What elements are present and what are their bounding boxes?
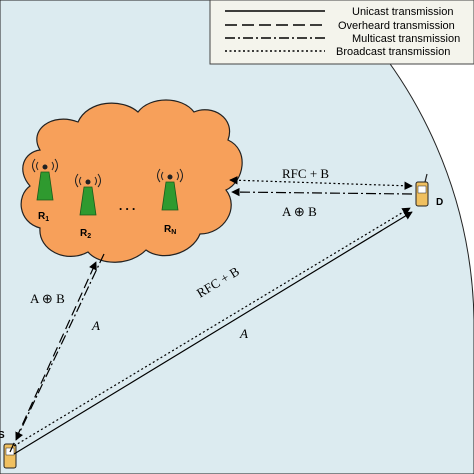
label-cloud-to-source: A ⊕ B: [30, 291, 65, 306]
relay-ellipsis: . . .: [119, 198, 135, 213]
relay-node-r1: R1: [32, 158, 58, 223]
source-label: S: [0, 430, 5, 441]
label-source-destination-lower: A: [239, 326, 248, 341]
relay-label-r1: R1: [38, 211, 49, 223]
svg-text:Overheard transmission: Overheard transmission: [338, 20, 455, 32]
source-node: S: [0, 430, 17, 469]
link-source-to-cloud-overheard: [9, 261, 97, 453]
link-cloud-to-destination: [229, 176, 413, 190]
label-source-to-cloud: A: [91, 318, 100, 333]
relay-tower-icon: [79, 186, 97, 216]
legend-item-broadcast: Broadcast transmission: [225, 46, 450, 58]
svg-text:Broadcast transmission: Broadcast transmission: [336, 46, 450, 58]
link-source-to-destination-broadcast: [13, 207, 411, 447]
relay-node-r2: R2: [75, 173, 101, 240]
relay-tower-icon: [161, 181, 179, 211]
relay-label-r2: R2: [80, 228, 91, 240]
link-source-to-destination-unicast: [13, 211, 413, 455]
relay-cloud: [20, 99, 243, 263]
svg-text:Unicast transmission: Unicast transmission: [352, 6, 453, 18]
link-destination-to-cloud: [231, 187, 413, 197]
legend-item-overheard: Overheard transmission: [225, 20, 455, 32]
destination-label: D: [436, 197, 443, 208]
antenna-icon: [157, 168, 183, 183]
label-destination-to-cloud: A ⊕ B: [282, 204, 317, 219]
svg-text:Multicast transmission: Multicast transmission: [352, 33, 460, 45]
legend-item-multicast: Multicast transmission: [225, 33, 460, 45]
relay-label-rn: RN: [164, 224, 176, 236]
phone-icon: [415, 181, 429, 207]
destination-node: D: [415, 173, 443, 208]
relay-tower-icon: [36, 171, 54, 201]
link-cloud-to-source-multicast: [15, 253, 105, 441]
relay-node-rn: RN: [157, 168, 183, 236]
label-cloud-to-destination: RFC + B: [282, 166, 329, 181]
antenna-icon: [32, 158, 58, 173]
phone-icon: [3, 443, 17, 469]
legend: Unicast transmission Overheard transmiss…: [209, 0, 474, 65]
antenna-icon: [75, 173, 101, 188]
legend-item-unicast: Unicast transmission: [225, 6, 453, 18]
